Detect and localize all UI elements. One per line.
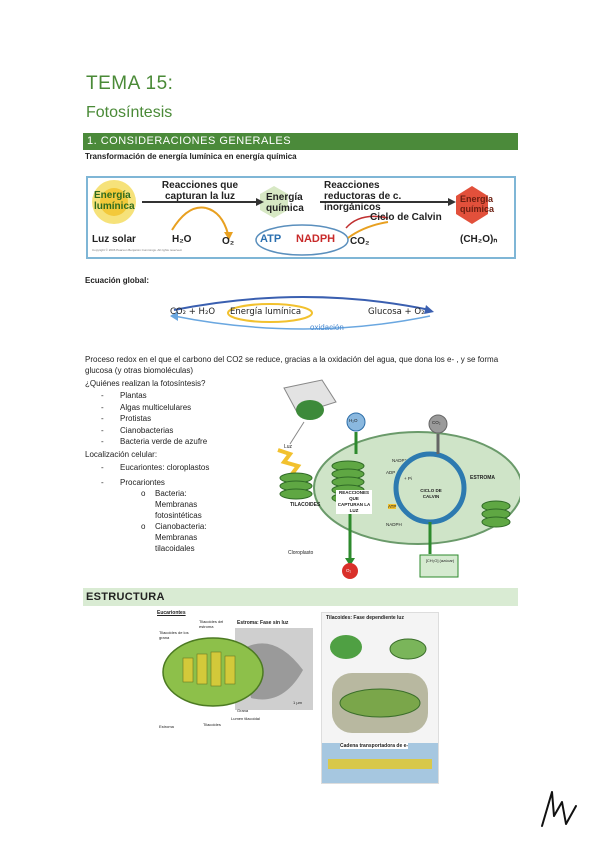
d2-cloroplasto: Cloroplasto: [288, 550, 314, 556]
ecuacion-arrows: [170, 296, 434, 330]
atp-label: ATP: [260, 233, 282, 245]
estroma-label: Estroma: [159, 724, 174, 729]
d2-o2: O₂: [346, 568, 352, 573]
signature-mark: [541, 791, 577, 827]
localizacion-title: Localización celular:: [85, 450, 158, 459]
d2-azucar: [CH₂O] (azúcar): [425, 558, 455, 563]
localizacion-list: Eucariontes: cloroplastos Procariontes: [85, 462, 209, 488]
proceso-text: Proceso redox en el que el carbono del C…: [85, 355, 499, 375]
d2-ciclo: CICLO DE CALVIN: [420, 488, 442, 499]
copyright-note: Copyright © 2006 Pearson Benjamin Cummin…: [92, 248, 183, 252]
energia-quimica-label: Energía química: [266, 192, 304, 214]
ch2o-label: (CH₂O)ₙ: [460, 234, 498, 245]
section-header-consideraciones: 1. CONSIDERACIONES GENERALES: [83, 133, 518, 150]
estructura-right-image: Tilacoides: Fase dependiente luz Cadena …: [321, 612, 439, 784]
section-header-estructura: ESTRUCTURA: [83, 588, 518, 606]
list-item: Plantas: [85, 390, 207, 402]
tilacoides-fase-label: Tilacoides: Fase dependiente luz: [326, 615, 404, 621]
ecuacion-center: Energía lumínica: [230, 307, 302, 317]
energia-luminica-label: Energía lumínica: [94, 190, 135, 212]
luz-solar-label: Luz solar: [92, 234, 136, 245]
d2-reacciones: REACCIONES QUE CAPTURAN LA LUZ: [336, 490, 372, 514]
list-item: fotosintéticas: [155, 511, 202, 520]
o2-label: O₂: [222, 236, 235, 247]
d2-nadph: NADPH: [386, 522, 402, 527]
d2-h2o: H₂O: [349, 418, 358, 423]
reacciones-reductoras-label: Reacciones reductoras de c. inorgánicos: [324, 180, 402, 213]
chloroplast-section-graphic: [162, 628, 313, 710]
cadena-label: Cadena transportadora de e-: [340, 743, 409, 749]
reacciones-capturan-label: Reacciones que capturan la luz: [161, 180, 239, 202]
scale-label: 1 µm: [293, 700, 302, 705]
ecuacion-label: Ecuación global:: [85, 276, 150, 285]
nadph-label: NADPH: [296, 233, 336, 245]
ecuacion-left: CO₂ + H₂O: [170, 307, 216, 317]
d2-estroma: ESTROMA: [470, 475, 495, 481]
list-item: tilacoidales: [155, 544, 195, 553]
d2-co2: CO₂: [432, 420, 441, 425]
ciclo-calvin-label: Ciclo de Calvin: [370, 212, 442, 223]
estructura-left-image: Eucariontes Tilacoides del estroma Tilac…: [153, 610, 316, 736]
d2-luz: Luz: [284, 444, 293, 450]
energy-diagram: Energía lumínica Reacciones que capturan…: [86, 176, 516, 259]
chloroplast-diagram: [277, 379, 520, 579]
quienes-question: ¿Quiénes realizan la fotosíntesis?: [85, 379, 206, 388]
page-subtitle: Fotosíntesis: [86, 104, 173, 121]
h2o-label: H₂O: [172, 234, 192, 245]
list-item: Algas multicelulares: [85, 402, 207, 414]
list-item: Procariontes: [85, 477, 209, 489]
tilacoides-grana-label: Tilacoides de los grana: [159, 630, 189, 640]
d2-adp: ADP: [386, 470, 396, 475]
d2-pi: + Pi: [404, 476, 412, 481]
lumen-label: Lumen tilacoidal: [231, 716, 260, 721]
d2-nadp: NADP⁺: [392, 458, 407, 463]
list-item: Protistas: [85, 413, 207, 425]
estroma-fase-label: Estroma: Fase sin luz: [237, 620, 289, 626]
ecuacion-oxidacion: oxidación: [310, 323, 344, 332]
tilacoides-estroma-label: Tilacoides del estroma: [199, 619, 224, 629]
energy-diagram-graphics: [92, 180, 488, 256]
energia-quimica2-label: Energía química: [460, 194, 495, 214]
quienes-list: Plantas Algas multicelulares Protistas C…: [85, 390, 207, 448]
list-item: Membranas: [155, 500, 198, 509]
intro-text: Transformación de energía lumínica en en…: [85, 152, 297, 161]
co2-label: CO₂: [350, 236, 370, 247]
d2-tilacoides: TILACOIDES: [290, 502, 321, 508]
grana-label: Grana: [237, 708, 249, 713]
list-item: Bacteria verde de azufre: [85, 436, 207, 448]
eucariontes-label: Eucariontes: [157, 610, 186, 616]
list-item: Cianobacterias: [85, 425, 207, 437]
thylakoid-graphic: [322, 635, 438, 783]
list-item: Eucariontes: cloroplastos: [85, 462, 209, 474]
list-item: Membranas: [155, 533, 198, 542]
page-title: TEMA 15:: [86, 73, 174, 94]
d2-atp: ATP: [388, 504, 397, 509]
tilacoides-label: Tilacoides: [203, 722, 221, 727]
ecuacion-right: Glucosa + O₂: [368, 307, 425, 317]
